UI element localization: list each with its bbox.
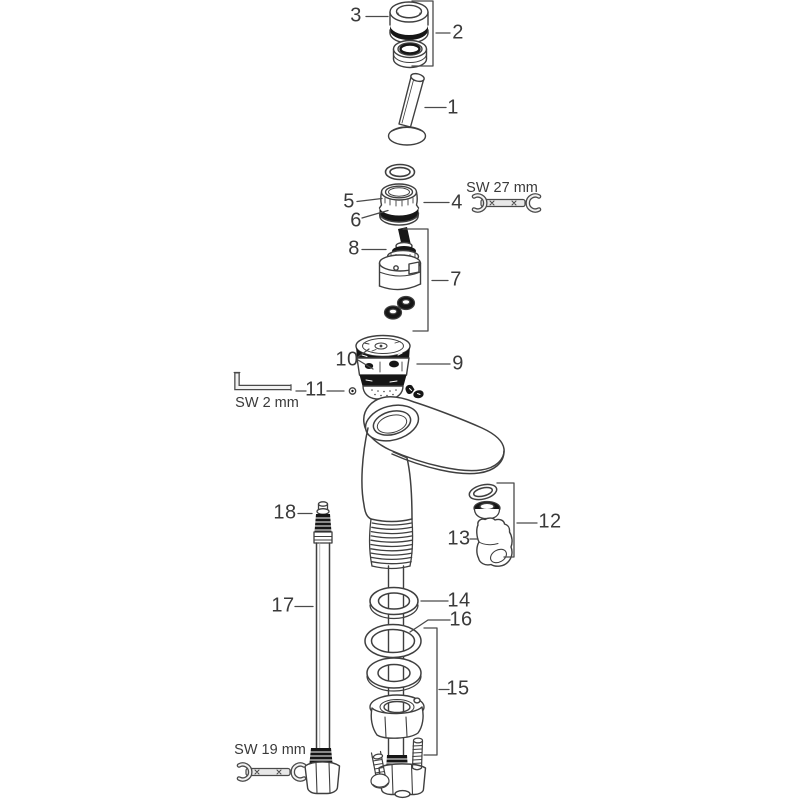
callout-1: 1 [447,96,459,119]
leader-6 [361,209,389,219]
part-17-flexible-hose [315,542,331,749]
faucet-threaded-shank [368,518,414,570]
tool-label-sw2: SW 2 mm [235,395,299,411]
part-16-seal-ring [364,623,422,659]
part-17-hose-nut [304,748,341,795]
bracket-12 [496,482,538,558]
callout-16: 16 [449,608,473,631]
callout-3: 3 [350,4,362,27]
part-4-spout-nut [378,183,420,226]
tool-label-sw27: SW 27 mm [466,180,538,196]
leader-10 [357,348,374,370]
part-15-washer [366,657,422,692]
shank-bottom-hex-nut [378,763,427,799]
allen-key-icon [233,371,292,391]
part-2-bearing-ring [392,39,428,69]
callout-6: 6 [350,209,362,232]
callout-17: 17 [271,594,295,617]
open-end-wrench-icon-sw19 [239,765,304,780]
callout-10: 10 [335,348,359,371]
callout-12: 12 [538,510,562,533]
part-12-valve-insert [473,500,501,520]
part-9-aerator-housing [355,334,411,400]
part-5-o-ring [384,163,416,181]
part-12-seal-ring [468,483,498,501]
leader-5 [356,197,383,203]
part-7-o-ring-pair [383,295,416,320]
callout-7: 7 [450,268,462,291]
callout-9: 9 [452,352,464,375]
part-13-valve-elbow [476,517,513,567]
fixation-screw-left [370,750,390,789]
callout-15: 15 [446,677,470,700]
part-10-aerator-key-clip [405,384,424,399]
callout-11: 11 [305,378,327,401]
bracket-15 [423,627,450,756]
part-11-grub-screw [348,387,357,395]
part-18-hose-connector [313,501,333,544]
aerator-mesh-dots [371,389,397,397]
callout-8: 8 [348,237,360,260]
callout-2: 2 [452,21,464,44]
part-3-cap-ring [389,1,429,44]
bracket-2 [411,0,451,67]
callout-18: 18 [273,501,297,524]
part-1-handle-pin [387,72,427,146]
part-15-mounting-nut [369,694,425,739]
callout-14: 14 [447,589,471,612]
leader-lines [294,0,538,756]
open-end-wrench-icon [471,193,542,213]
leader-16 [409,619,451,633]
callout-4: 4 [451,191,463,214]
fixation-stud-screw-right [411,737,424,771]
part-8-cartridge [378,227,422,291]
callout-5: 5 [343,190,355,213]
faucet-body [361,396,505,523]
tool-label-sw19: SW 19 mm [234,742,306,758]
callout-13: 13 [447,527,471,550]
bracket-7 [402,228,449,332]
part-14-ring [369,586,419,620]
